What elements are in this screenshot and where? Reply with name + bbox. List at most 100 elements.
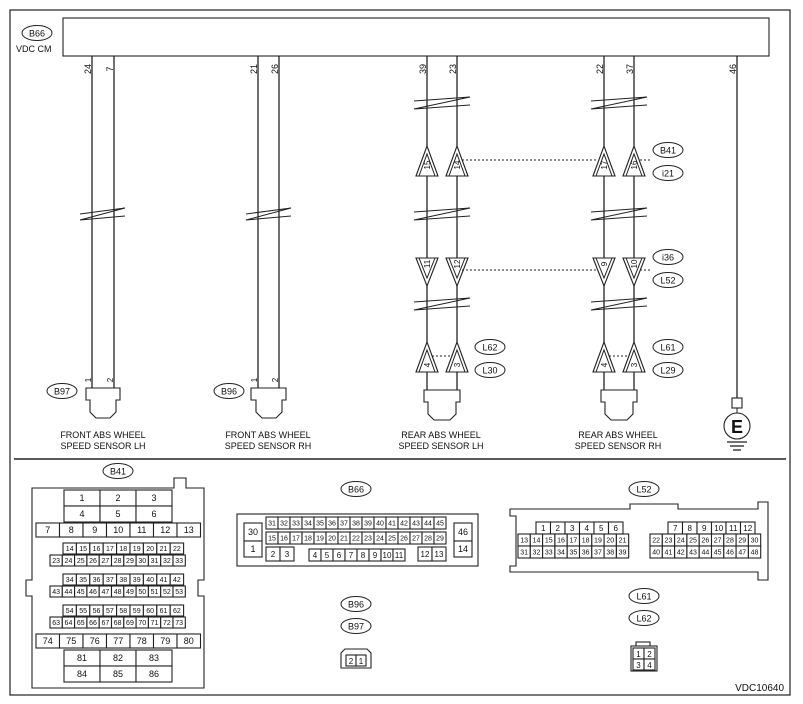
pin-label: 46 <box>726 550 734 557</box>
pin-label: 40 <box>652 550 660 557</box>
pin-label: 50 <box>138 589 146 596</box>
pin-label: 47 <box>101 589 109 596</box>
sensor-name-line2: SPEED SENSOR RH <box>575 441 662 451</box>
pin-label: 51 <box>151 589 159 596</box>
pin-label: 42 <box>400 521 408 528</box>
wires <box>91 56 738 398</box>
pin-label: 18 <box>582 538 590 545</box>
pin-label: 55 <box>79 608 87 615</box>
pin-label: 20 <box>328 536 336 543</box>
pin-label: 34 <box>557 550 565 557</box>
pin-label: 39 <box>133 577 141 584</box>
pin-label: 21 <box>160 546 168 553</box>
pin-label: 17 <box>569 538 577 545</box>
pin-label: 19 <box>133 546 141 553</box>
pin-label: 2 <box>271 550 276 559</box>
pin-label: 58 <box>119 608 127 615</box>
pin-label: 11 <box>137 525 146 535</box>
connector-label: B96 <box>348 600 364 610</box>
pin-label: 8 <box>688 524 693 533</box>
sensor-name-line2: SPEED SENSOR LH <box>398 441 483 451</box>
pin-label: 14 <box>66 546 74 553</box>
pin-label: 2 <box>647 650 652 659</box>
connector-label: B96 <box>221 387 237 397</box>
inline-pin-label: 9 <box>600 261 609 266</box>
sensor-name-line1: REAR ABS WHEEL <box>578 430 658 440</box>
connector-label: B41 <box>110 467 126 477</box>
module-pin-labels: 24 7 21 26 39 23 22 37 46 <box>83 64 738 74</box>
pin-label: 13 <box>520 538 528 545</box>
pin-cell <box>176 633 202 649</box>
module-box <box>62 17 770 57</box>
pin-label: 23 <box>52 558 60 565</box>
pin-label: 3 <box>151 493 156 503</box>
pin-label: 9 <box>92 525 97 535</box>
pin-label: 2 <box>349 657 354 666</box>
sensor-name-line2: SPEED SENSOR RH <box>225 441 312 451</box>
pin-label: 37 <box>594 550 602 557</box>
sensor-pin-label: 1 <box>250 377 259 382</box>
pin-label: 67 <box>101 620 109 627</box>
pin-label: 12 <box>160 525 170 535</box>
pin-label: 44 <box>65 589 73 596</box>
inline-connector-rear-rh: 4 3 L61 L29 <box>592 339 684 378</box>
pin-label: 5 <box>115 509 120 519</box>
sensor-symbol <box>423 389 461 421</box>
pin-label: 48 <box>751 550 759 557</box>
pin-label: 21 <box>340 536 348 543</box>
pin-cell <box>747 545 762 559</box>
pin-label: 65 <box>77 620 85 627</box>
connector-label: B66 <box>348 485 364 495</box>
wire-pin-label: 37 <box>625 64 635 74</box>
pin-cell <box>279 546 295 562</box>
pin-label: 35 <box>79 577 87 584</box>
pin-label: 72 <box>163 620 171 627</box>
pin-label: 17 <box>292 536 300 543</box>
wire-pin-label: 23 <box>448 64 458 74</box>
inline-pin-label: 16 <box>630 160 639 169</box>
inline-pin-label: 3 <box>630 362 639 367</box>
pin-label: 17 <box>106 546 114 553</box>
pin-label: 29 <box>436 536 444 543</box>
connector-label: i21 <box>662 169 674 179</box>
pin-label: 3 <box>570 524 575 533</box>
pin-label: 25 <box>77 558 85 565</box>
sensor-symbol <box>600 389 638 421</box>
pin-label: 49 <box>126 589 134 596</box>
pin-label: 4 <box>585 524 590 533</box>
sensor-name-line1: FRONT ABS WHEEL <box>225 430 310 440</box>
pin-label: 14 <box>458 544 468 554</box>
pin-label: 16 <box>93 546 101 553</box>
pin-label: 20 <box>606 538 614 545</box>
pin-cell <box>176 522 202 538</box>
pin-label: 41 <box>665 550 673 557</box>
pin-label: 64 <box>65 620 73 627</box>
pin-label: 5 <box>599 524 604 533</box>
pin-label: 75 <box>66 636 76 646</box>
pin-label: 40 <box>376 521 384 528</box>
pin-cell <box>453 540 473 558</box>
module-name: VDC CM <box>16 44 52 54</box>
diagram-code: VDC10640 <box>735 683 784 694</box>
pin-label: 15 <box>545 538 553 545</box>
pin-label: 32 <box>163 558 171 565</box>
pin-cell <box>135 665 173 683</box>
pin-label: 79 <box>160 636 170 646</box>
pin-label: 27 <box>714 538 722 545</box>
pin-label: 83 <box>149 653 159 663</box>
pin-label: 19 <box>594 538 602 545</box>
pin-label: 18 <box>304 536 312 543</box>
pin-cell <box>615 545 630 559</box>
pin-label: 28 <box>424 536 432 543</box>
inline-pin-label: 12 <box>453 259 462 268</box>
connector-label: B97 <box>54 387 70 397</box>
pin-label: 24 <box>65 558 73 565</box>
pin-label: 15 <box>79 546 87 553</box>
sensor-name-line1: REAR ABS WHEEL <box>401 430 481 440</box>
connector-label: L61 <box>660 343 675 353</box>
pin-label: 38 <box>119 577 127 584</box>
pin-label: 36 <box>582 550 590 557</box>
pin-label: 42 <box>677 550 685 557</box>
pin-label: 82 <box>113 653 123 663</box>
